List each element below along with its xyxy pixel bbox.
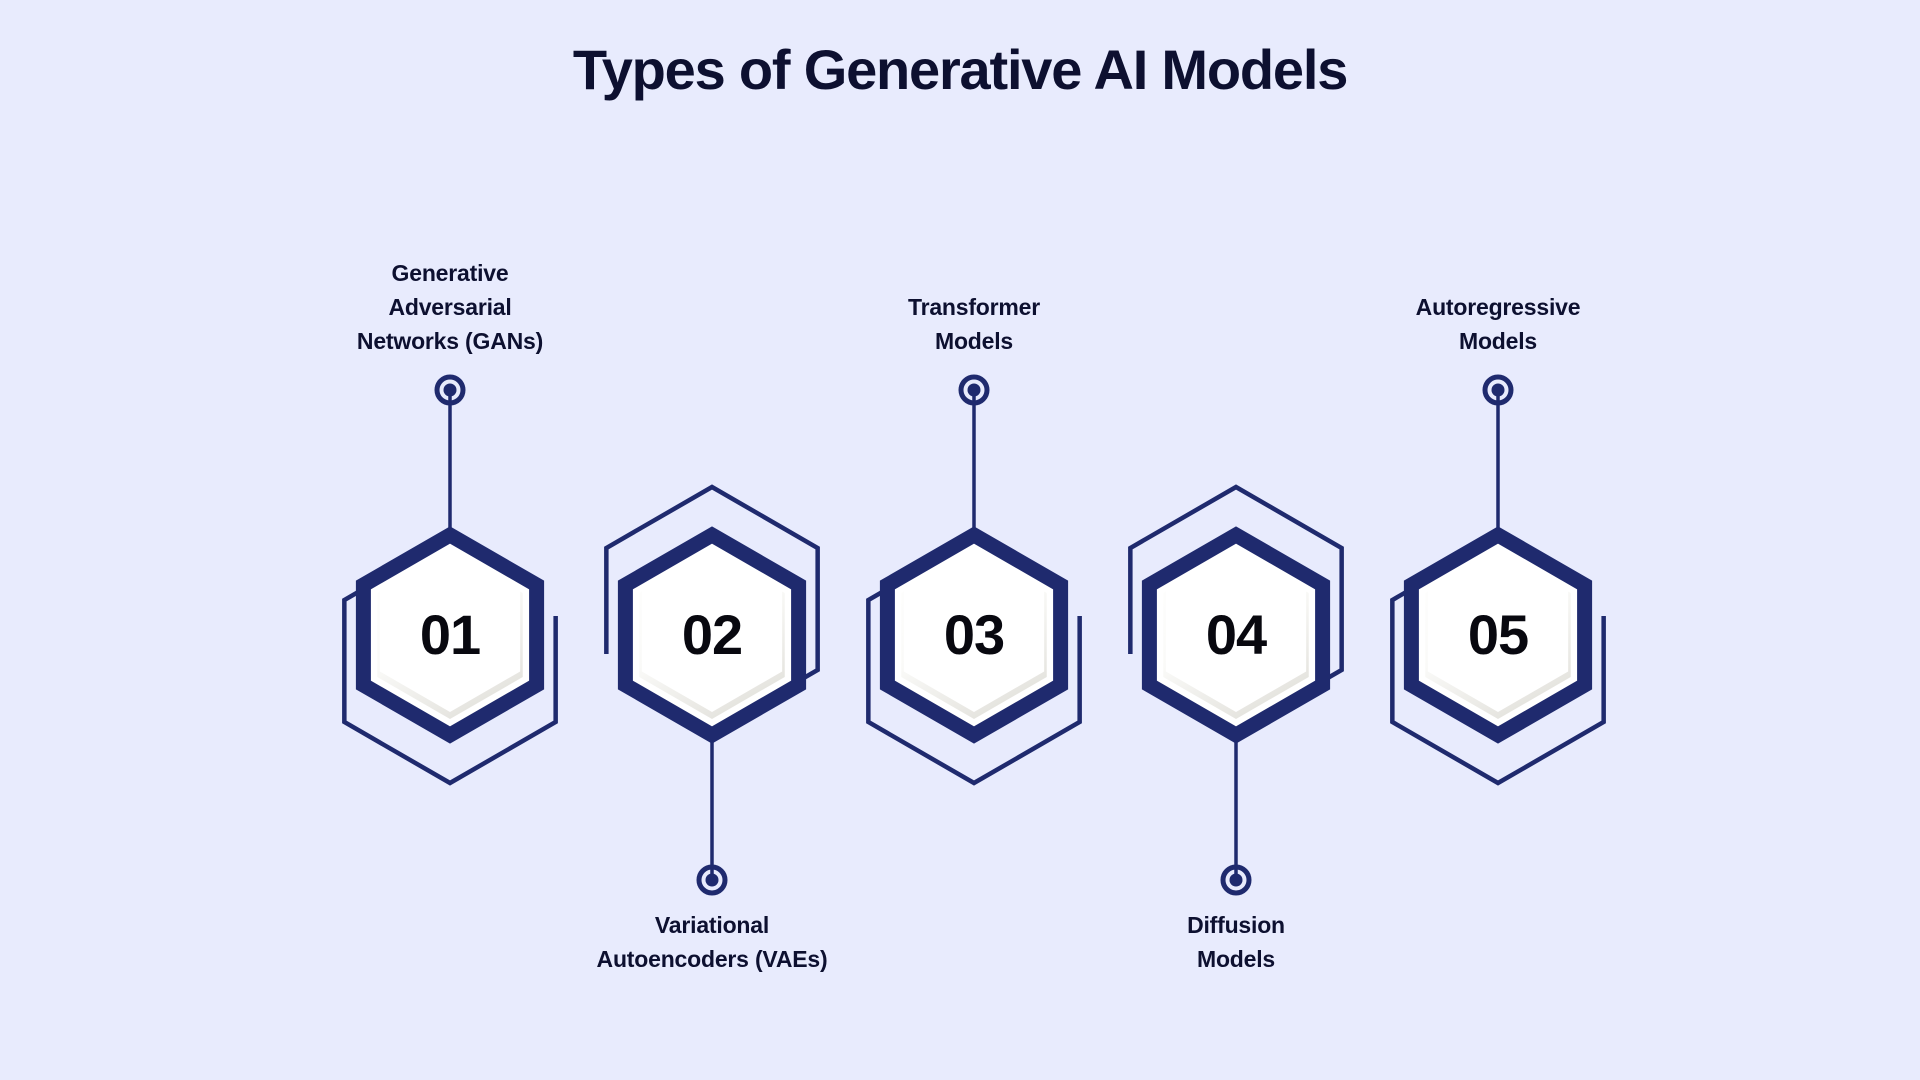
hexagon-number-04: 04 [1205,603,1267,666]
hexagon-label-03: Transformer Models [907,294,1040,355]
hexagon-number-03: 03 [943,603,1005,666]
hexagon-number-02: 02 [681,603,743,666]
hexagon-number-05: 05 [1467,603,1529,666]
hexagon-label-02: Variational Autoencoders (VAEs) [596,912,828,973]
page-title: Types of Generative AI Models [572,38,1349,101]
hexagon-label-04: Diffusion Models [1187,912,1285,973]
hexagon-number-01: 01 [419,603,481,666]
hexagon-label-05: Autoregressive Models [1415,294,1581,355]
hexagon-label-01: Generative Adversarial Networks (GANs) [356,260,544,355]
